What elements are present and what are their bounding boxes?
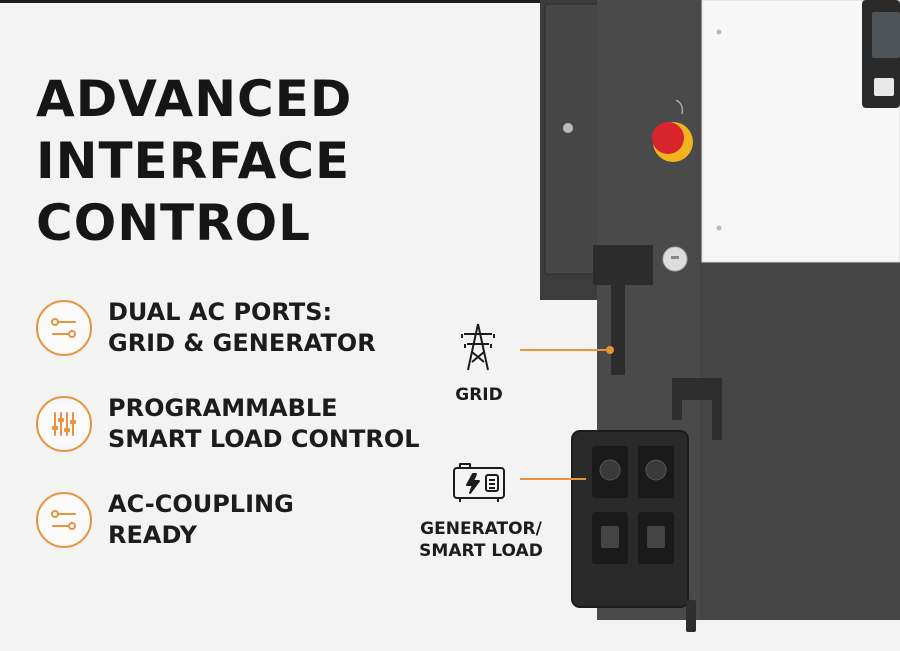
title-line-1: ADVANCED: [36, 70, 353, 128]
toggle-switches-icon: [36, 300, 92, 356]
generator-label-line-2: SMART LOAD: [419, 541, 543, 561]
title-line-3: CONTROL: [36, 194, 312, 252]
feature-3-line-2: READY: [108, 521, 198, 549]
generator-callout-line: [520, 478, 586, 480]
feature-2-line-1: PROGRAMMABLE: [108, 394, 338, 422]
device-side-frame: [544, 3, 604, 275]
feature-dual-ac-ports: DUAL AC PORTS: GRID & GENERATOR: [36, 297, 376, 359]
feature-1-line-1: DUAL AC PORTS:: [108, 298, 333, 326]
case-screw: [716, 225, 722, 231]
emergency-stop-button: [652, 122, 684, 154]
generator-icon: [452, 462, 506, 508]
generator-label-line-1: GENERATOR/: [420, 519, 542, 539]
feature-smart-load: PROGRAMMABLE SMART LOAD CONTROL: [36, 393, 420, 455]
page-title: ADVANCED INTERFACE CONTROL: [36, 68, 352, 254]
device-handle: [593, 245, 653, 375]
slider-controls-icon: [36, 396, 92, 452]
generator-label: GENERATOR/ SMART LOAD: [406, 518, 556, 562]
feature-3-line-1: AC-COUPLING: [108, 490, 294, 518]
side-latch: [672, 378, 722, 440]
grid-label: GRID: [455, 385, 503, 405]
plate-hinge: [686, 600, 696, 632]
device-lower-body: [700, 262, 900, 620]
key-slot: [671, 256, 679, 259]
feature-ac-coupling: AC-COUPLING READY: [36, 489, 294, 551]
grid-callout-dot: [606, 346, 614, 354]
estop-label-mark: [675, 99, 684, 115]
display-button: [874, 78, 894, 96]
feature-2-line-2: SMART LOAD CONTROL: [108, 425, 420, 453]
case-screw: [716, 29, 722, 35]
feature-1-line-2: GRID & GENERATOR: [108, 329, 376, 357]
panel-screw: [563, 123, 573, 133]
display-screen: [872, 12, 900, 58]
title-line-2: INTERFACE: [36, 132, 351, 190]
power-tower-icon: [460, 322, 496, 376]
toggle-switches-icon: [36, 492, 92, 548]
grid-callout-line: [520, 349, 610, 351]
top-border: [0, 0, 900, 3]
